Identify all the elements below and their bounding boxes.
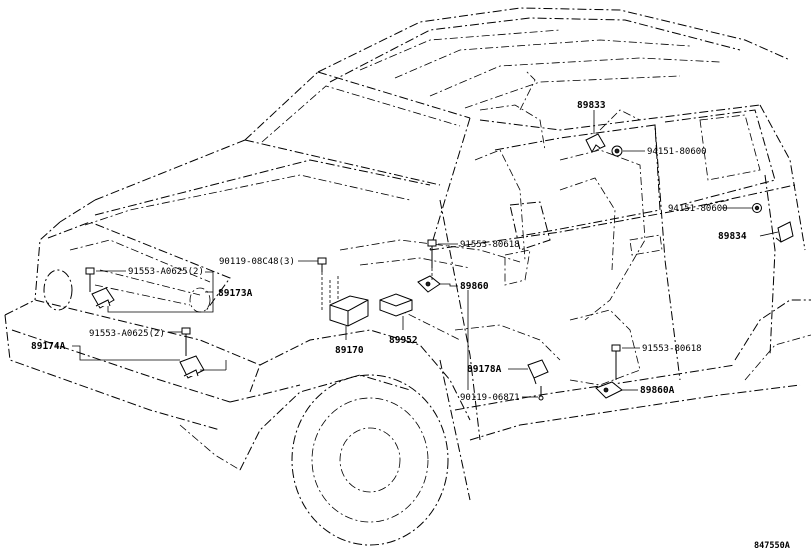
bolt-91553-80618-low — [611, 344, 621, 380]
diagram-code: 847550A — [754, 541, 790, 551]
part-94151-nut-mid — [752, 203, 762, 213]
label-90119-06871: 90119-06871 — [460, 393, 520, 403]
part-89833-sensor — [585, 133, 606, 153]
part-89952-module — [379, 293, 413, 317]
label-94151-mid: 94151-80600 — [668, 204, 728, 214]
label-91553-a0625-low: 91553-A0625(2) — [89, 329, 165, 339]
label-89860a: 89860A — [640, 385, 675, 396]
label-94151-upper: 94151-80600 — [647, 147, 707, 157]
part-89170-ecu — [329, 295, 369, 327]
label-89170: 89170 — [335, 345, 364, 356]
label-89834: 89834 — [718, 231, 747, 242]
bolt-91553-80618-top — [427, 239, 437, 268]
bolt-90119-06871 — [538, 386, 544, 401]
label-89860: 89860 — [460, 281, 489, 292]
vehicle-outline — [4, 7, 811, 546]
label-91553-a0625-top: 91553-A0625(2) — [128, 267, 204, 277]
label-89178a: 89178A — [467, 364, 502, 375]
part-89860a-sensor — [595, 381, 623, 399]
leader-lines — [72, 110, 779, 398]
label-89952: 89952 — [389, 335, 418, 346]
part-89174a-sensor — [179, 355, 205, 379]
part-89173a-sensor — [91, 287, 115, 309]
label-89173a: 89173A — [218, 288, 253, 299]
label-89833: 89833 — [577, 100, 606, 111]
bolt-91553-a0625-top — [85, 267, 95, 292]
label-91553-80618-top: 91553-80618 — [460, 240, 520, 250]
part-89860-sensor — [417, 275, 441, 293]
bolt-91553-a0625-low — [181, 327, 191, 356]
part-89834-sensor — [775, 221, 794, 243]
part-labels: 89833 94151-80600 94151-80600 89834 9155… — [31, 100, 790, 551]
bolt-90119-08c48 — [317, 257, 327, 272]
part-89178a-sensor — [527, 359, 549, 385]
label-90119-08c48: 90119-08C48(3) — [219, 257, 295, 267]
label-91553-80618-low: 91553-80618 — [642, 344, 702, 354]
label-89174a: 89174A — [31, 341, 66, 352]
part-94151-nut-upper — [611, 145, 623, 157]
